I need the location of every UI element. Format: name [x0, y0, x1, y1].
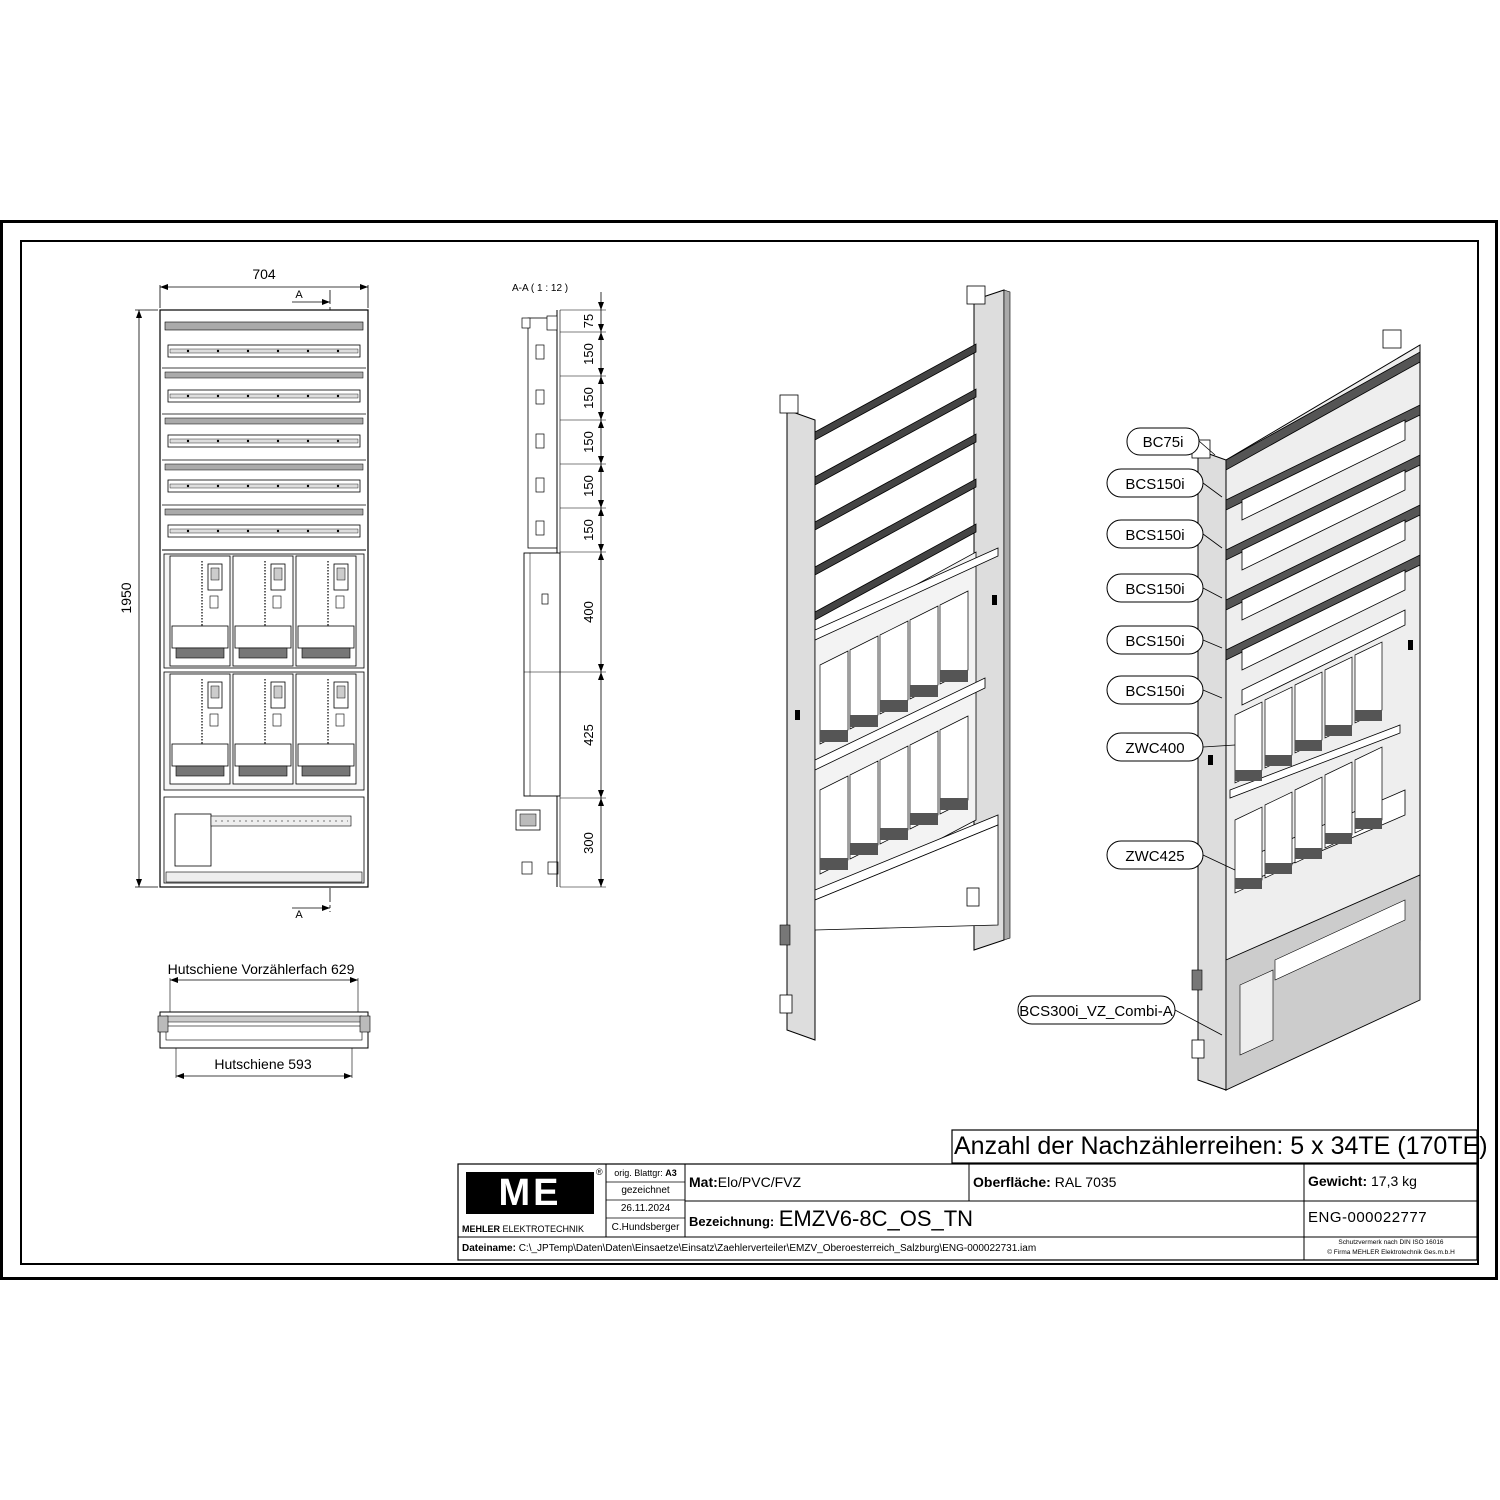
- section-view: A-A ( 1 : 12 ): [512, 283, 606, 888]
- section-dim-6: 150: [581, 519, 596, 541]
- callout-bcs150i-4: BCS150i: [1125, 633, 1184, 650]
- filename-label: Dateiname:: [462, 1243, 516, 1254]
- material-label: Mat:: [689, 1174, 718, 1190]
- section-mark-top: A: [295, 289, 303, 301]
- section-dim-2: 150: [581, 343, 596, 365]
- section-dim-7: 400: [581, 601, 596, 623]
- company-logo: ME: [498, 1172, 562, 1214]
- material-value: Elo/PVC/FVZ: [717, 1174, 802, 1190]
- protection-note-line1: Schutzvermerk nach DIN ISO 16016: [1338, 1239, 1444, 1246]
- section-dim-9: 300: [581, 832, 596, 854]
- rail-label-bottom: Hutschiene 593: [214, 1056, 312, 1072]
- sheet-format-value: A3: [665, 1168, 677, 1178]
- callout-bcs150i-5: BCS150i: [1125, 683, 1184, 700]
- filename-value: C:\_JPTemp\Daten\Daten\Einsaetze\Einsatz…: [518, 1243, 1037, 1254]
- isometric-assembled-view: [1191, 329, 1421, 1092]
- rail-label-top: Hutschiene Vorzählerfach 629: [168, 961, 355, 977]
- callout-bcs150i-3: BCS150i: [1125, 581, 1184, 598]
- weight-label: Gewicht:: [1308, 1173, 1368, 1189]
- front-width-dimension: 704: [252, 266, 276, 282]
- drawing-sheet-inner-border: [20, 240, 1479, 1265]
- surface-label: Oberfläche:: [973, 1174, 1051, 1190]
- callout-zwc400: ZWC400: [1125, 740, 1184, 757]
- surface-field: Oberfläche: RAL 7035: [973, 1164, 1302, 1201]
- din-rail-view: Hutschiene Vorzählerfach 629 Hutschiene …: [157, 961, 371, 1079]
- headline-count-rows: Anzahl der Nachzählerreihen: 5 x 34TE (1…: [954, 1132, 1488, 1160]
- filename-field: Dateiname: C:\_JPTemp\Daten\Daten\Einsae…: [462, 1238, 1302, 1259]
- callout-bcs300i-vz-combi-a: BCS300i_VZ_Combi-A: [1019, 1003, 1172, 1020]
- section-title: A-A ( 1 : 12 ): [512, 283, 568, 294]
- section-mark-bottom: A: [295, 909, 303, 921]
- callout-zwc425: ZWC425: [1125, 848, 1184, 865]
- title-block-lines: [457, 1129, 1478, 1261]
- front-view: 704 1950 A A: [118, 266, 369, 921]
- designation-field: Bezeichnung: EMZV6-8C_OS_TN: [689, 1201, 1301, 1237]
- logo-registered-mark: ®: [596, 1167, 603, 1177]
- material-field: Mat:Elo/PVC/FVZ: [689, 1164, 967, 1201]
- sheet-format-label: orig. Blattgr:: [614, 1168, 663, 1178]
- callout-bc75i: BC75i: [1143, 434, 1184, 451]
- front-height-dimension: 1950: [118, 582, 134, 613]
- eng-number: ENG-000022777: [1308, 1209, 1428, 1226]
- surface-value: RAL 7035: [1054, 1174, 1117, 1190]
- protection-note-line2: © Firma MEHLER Elektrotechnik Ges.m.b.H: [1327, 1249, 1455, 1256]
- company-name-bold: MEHLER: [462, 1224, 500, 1234]
- weight-field: Gewicht: 17,3 kg: [1308, 1164, 1476, 1201]
- section-dim-1: 75: [581, 314, 596, 328]
- drawing-author: C.Hundsberger: [611, 1222, 680, 1233]
- callout-bcs150i-1: BCS150i: [1125, 476, 1184, 493]
- section-dim-8: 425: [581, 724, 596, 746]
- section-dim-3: 150: [581, 387, 596, 409]
- weight-value: 17,3 kg: [1371, 1173, 1417, 1189]
- company-name: MEHLER ELEKTROTECHNIK: [462, 1222, 606, 1236]
- callout-group: BC75i BCS150i BCS150i BCS150i BCS150i BC…: [1017, 427, 1236, 1036]
- isometric-frame-view: [779, 285, 1011, 1041]
- drawing-sheet-outer-border: [0, 220, 1498, 1280]
- designation-value: EMZV6-8C_OS_TN: [778, 1206, 974, 1231]
- designation-label: Bezeichnung:: [689, 1214, 775, 1229]
- sheet-format: orig. Blattgr: A3: [606, 1164, 685, 1182]
- company-name-rest: ELEKTROTECHNIK: [502, 1224, 585, 1234]
- callout-bcs150i-2: BCS150i: [1125, 527, 1184, 544]
- drawn-label: gezeichnet: [621, 1185, 670, 1196]
- section-dim-4: 150: [581, 431, 596, 453]
- section-dim-5: 150: [581, 475, 596, 497]
- drawing-date: 26.11.2024: [620, 1203, 671, 1214]
